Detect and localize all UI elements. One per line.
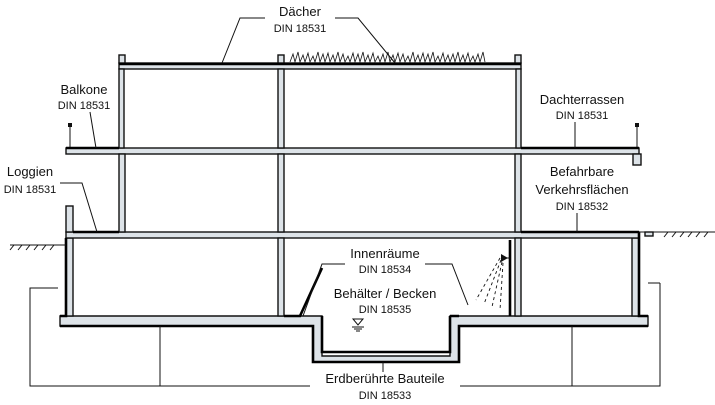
leader-balkone: [89, 111, 97, 149]
waterproofing-layers: [60, 62, 648, 364]
terrace-edge-upstand: [632, 153, 642, 166]
label-loggien-name: Loggien: [7, 164, 53, 179]
label-daecher-name: Dächer: [279, 4, 322, 19]
railings: [68, 123, 639, 148]
label-balkone-name: Balkone: [61, 82, 108, 97]
label-loggien-norm: DIN 18531: [4, 184, 57, 196]
label-erdberuehrte-name: Erdberührte Bauteile: [325, 371, 444, 386]
leader-loggien: [60, 182, 98, 233]
label-befahrbare-line1: Befahrbare: [550, 164, 614, 179]
green-roof-vegetation: [289, 51, 486, 64]
loggia-parapet: [65, 205, 74, 233]
column-upper-right: [515, 68, 522, 149]
label-erdberuehrte: Erdberührte Bauteile DIN 18533: [325, 371, 444, 402]
leader-erdberuehrte-right: [460, 283, 661, 387]
water-level-icon: [351, 318, 365, 332]
column-right-middle: [514, 153, 522, 233]
leader-daecher-left: [221, 17, 265, 64]
roof-parapet-left: [118, 54, 126, 64]
shower-icon: [475, 254, 510, 311]
label-dachterrassen-norm: DIN 18531: [556, 110, 609, 122]
label-dachterrassen: Dachterrassen DIN 18531: [540, 92, 625, 122]
leader-daecher-right: [335, 17, 396, 64]
label-dachterrassen-name: Dachterrassen: [540, 92, 625, 107]
label-befahrbare-line2: Verkehrsflächen: [535, 182, 628, 197]
label-daecher-norm: DIN 18531: [274, 23, 327, 35]
drainage-channel: [644, 231, 654, 237]
earth-contact-waterproofing: [60, 232, 648, 364]
label-innenraeume-name: Innenräume: [350, 246, 419, 261]
basement-floor-slab: [59, 315, 649, 363]
terrace-railing-cap: [635, 123, 639, 127]
roof-parapet-right: [514, 54, 522, 64]
leader-erdberuehrte-left: [29, 287, 310, 387]
column-center-middle: [277, 153, 285, 233]
label-behaelter: Behälter / Becken DIN 18535: [334, 286, 437, 316]
leader-lines: [29, 17, 661, 387]
label-erdberuehrte-norm: DIN 18533: [359, 390, 412, 402]
column-right-lower: [514, 237, 522, 317]
balcony-railing-cap: [68, 123, 72, 127]
leader-innenraeume-left: [302, 263, 345, 317]
roof-parapet-middle: [277, 54, 285, 64]
leader-innenraeume-right: [425, 263, 469, 306]
column-left-middle: [118, 153, 126, 233]
tank-waterproofing: [320, 316, 452, 354]
label-innenraeume: Innenräume DIN 18534: [350, 246, 419, 276]
label-balkone-norm: DIN 18531: [58, 100, 111, 112]
label-loggien: Loggien DIN 18531: [4, 164, 57, 196]
column-upper-left: [118, 68, 125, 149]
label-befahrbare-norm: DIN 18532: [556, 201, 609, 213]
label-daecher: Dächer DIN 18531: [274, 4, 327, 35]
label-behaelter-name: Behälter / Becken: [334, 286, 437, 301]
label-behaelter-norm: DIN 18535: [359, 304, 412, 316]
ground-surface: [9, 231, 715, 251]
column-center-lower: [277, 237, 285, 317]
label-balkone: Balkone DIN 18531: [58, 82, 111, 112]
label-innenraeume-norm: DIN 18534: [359, 264, 412, 276]
first-floor-slab: [65, 147, 640, 155]
label-befahrbare: Befahrbare Verkehrsflächen DIN 18532: [535, 164, 628, 213]
column-center-upper: [277, 68, 285, 149]
